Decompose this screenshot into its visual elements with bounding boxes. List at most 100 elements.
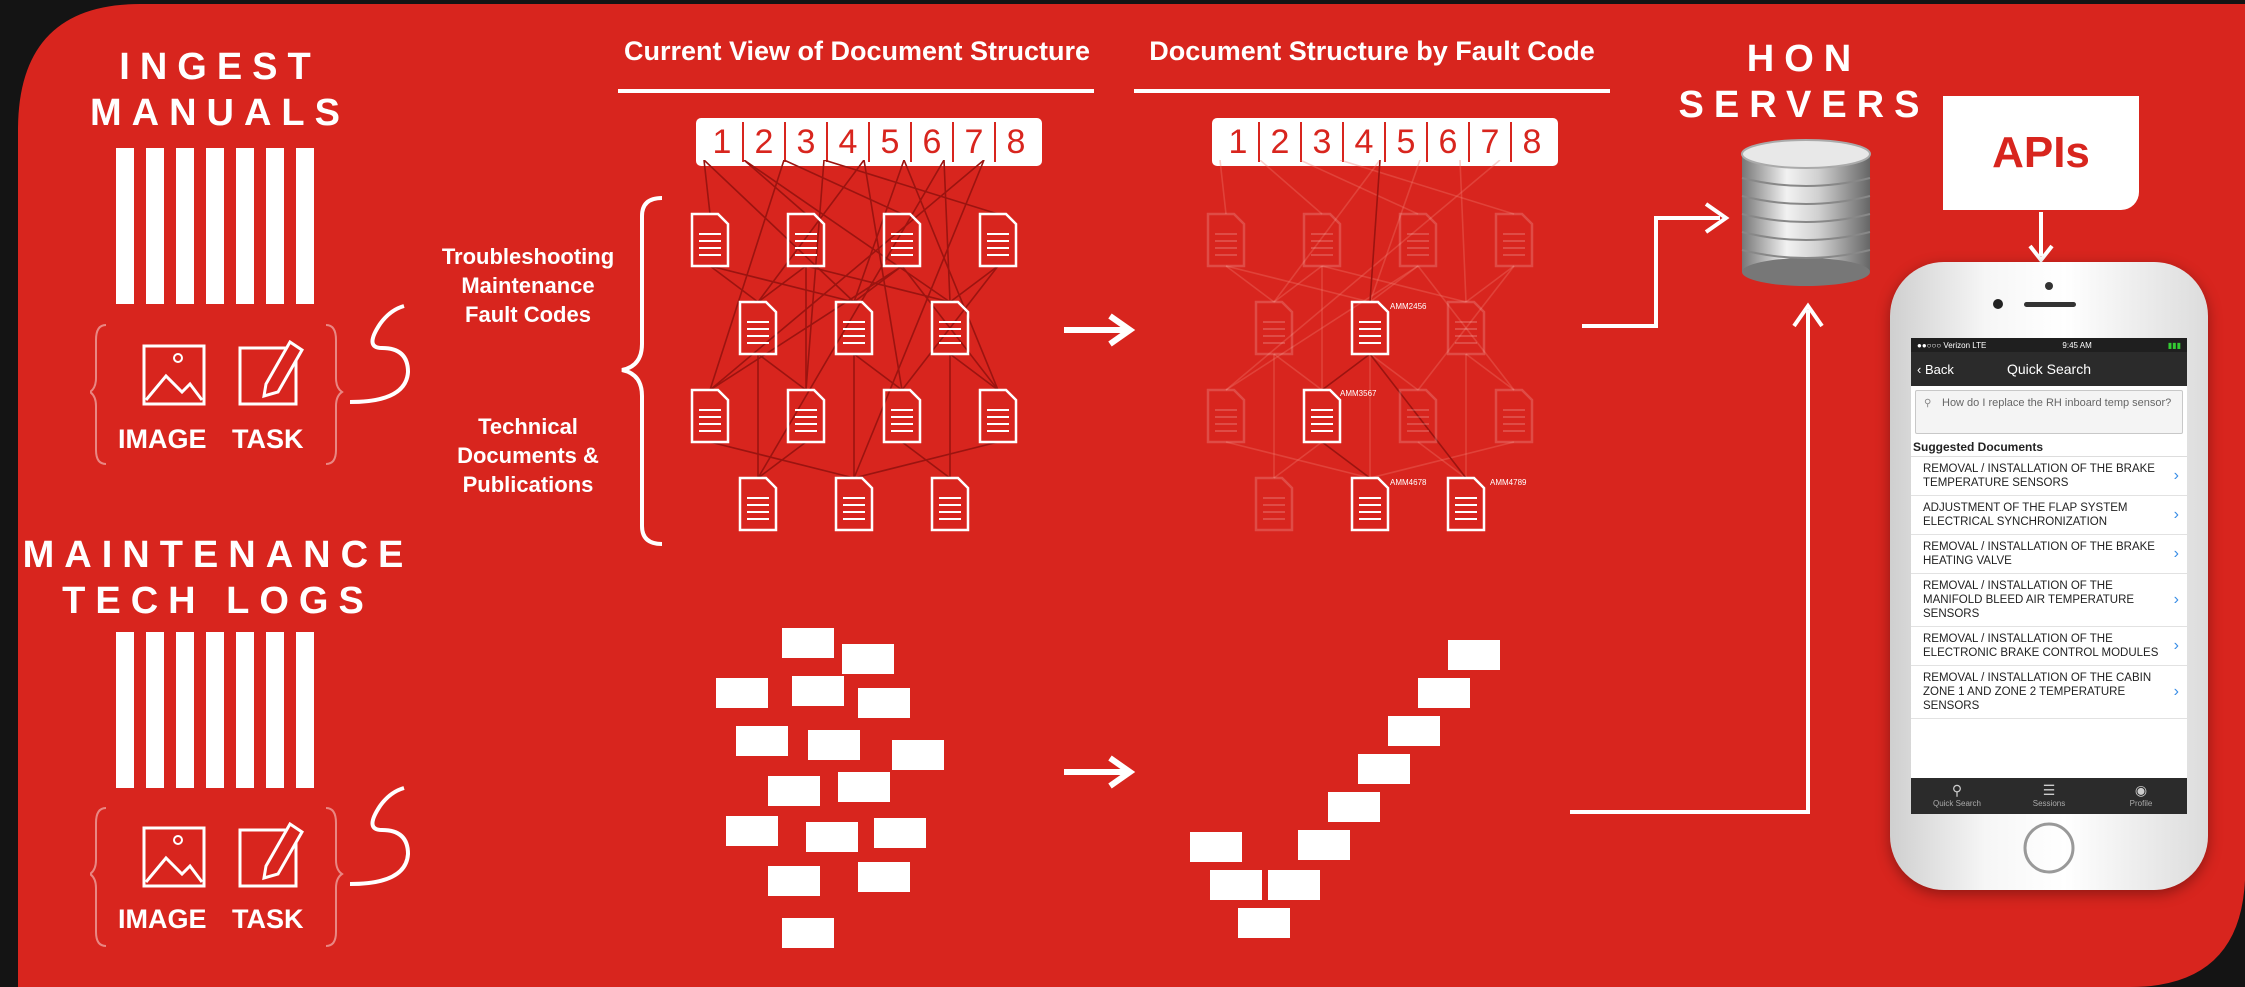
tab-profile[interactable]: ◉Profile bbox=[2095, 778, 2187, 814]
document-icon bbox=[1302, 212, 1342, 268]
hon-line2: SERVERS bbox=[1678, 84, 1930, 126]
document-icon bbox=[930, 476, 970, 532]
item-label: ADJUSTMENT OF THE FLAP SYSTEM ELECTRICAL… bbox=[1923, 502, 2128, 528]
suggested-document-item[interactable]: REMOVAL / INSTALLATION OF THE MANIFOLD B… bbox=[1911, 574, 2187, 627]
technical-line2: Documents & bbox=[457, 443, 599, 468]
fault-document-network bbox=[1206, 160, 1534, 532]
suggested-document-item[interactable]: ADJUSTMENT OF THE FLAP SYSTEM ELECTRICAL… bbox=[1911, 496, 2187, 535]
tab-quick-search[interactable]: ⚲Quick Search bbox=[1911, 778, 2003, 814]
troubleshooting-line2: Maintenance bbox=[461, 273, 595, 298]
nav-bar: ‹ Back Quick Search bbox=[1911, 352, 2187, 386]
fault-view-title: Document Structure by Fault Code bbox=[1149, 36, 1595, 66]
number-cell: 3 bbox=[1302, 122, 1344, 162]
number-cell: 7 bbox=[954, 122, 996, 162]
chevron-right-icon: › bbox=[2173, 591, 2179, 608]
maintenance-image-label: IMAGE bbox=[118, 904, 207, 934]
chevron-right-icon: › bbox=[2173, 467, 2179, 484]
doc-label-amm4678: AMM4678 bbox=[1390, 478, 1427, 487]
chevron-right-icon: › bbox=[2173, 683, 2179, 700]
document-icon bbox=[1350, 476, 1390, 532]
suggested-document-item[interactable]: REMOVAL / INSTALLATION OF THE ELECTRONIC… bbox=[1911, 627, 2187, 666]
back-button[interactable]: ‹ Back bbox=[1917, 361, 1954, 377]
suggested-document-item[interactable]: REMOVAL / INSTALLATION OF THE BRAKE TEMP… bbox=[1911, 457, 2187, 496]
checkmark-blocks bbox=[1190, 640, 1500, 938]
ingest-task-label: TASK bbox=[232, 424, 304, 454]
troubleshooting-line3: Fault Codes bbox=[465, 302, 591, 327]
fault-view-number-row: 1 2 3 4 5 6 7 8 bbox=[1212, 118, 1558, 166]
maintenance-title-line2: TECH LOGS bbox=[62, 580, 374, 622]
document-icon bbox=[690, 212, 730, 268]
search-placeholder: How do I replace the RH inboard temp sen… bbox=[1942, 397, 2172, 409]
current-view-title: Current View of Document Structure bbox=[623, 36, 1091, 66]
item-label: REMOVAL / INSTALLATION OF THE ELECTRONIC… bbox=[1923, 633, 2159, 659]
arrow-right-icon bbox=[1064, 755, 1136, 789]
fault-view-underline bbox=[1134, 89, 1610, 93]
tab-label: Profile bbox=[2129, 799, 2153, 808]
hon-line1: HON bbox=[1746, 38, 1862, 80]
suggested-document-item[interactable]: REMOVAL / INSTALLATION OF THE CABIN ZONE… bbox=[1911, 666, 2187, 719]
phone-screen: ●●○○○ Verizon LTE 9:45 AM ▮▮▮ ‹ Back Qui… bbox=[1911, 338, 2187, 814]
ingest-icons-group bbox=[90, 304, 411, 465]
number-cell: 2 bbox=[1260, 122, 1302, 162]
current-document-network bbox=[690, 160, 1018, 532]
document-icon bbox=[834, 300, 874, 356]
document-icon bbox=[834, 476, 874, 532]
document-icon bbox=[1398, 212, 1438, 268]
troubleshooting-label: Troubleshooting Maintenance Fault Codes bbox=[428, 242, 628, 329]
maintenance-title: MAINTENANCE TECH LOGS bbox=[18, 532, 418, 624]
document-icon bbox=[930, 300, 970, 356]
maintenance-title-line1: MAINTENANCE bbox=[22, 534, 414, 576]
apis-label: APIs bbox=[1992, 128, 2090, 177]
phone-details bbox=[1993, 282, 2076, 874]
apis-box: APIs bbox=[1943, 96, 2139, 210]
document-icon bbox=[882, 212, 922, 268]
item-label: REMOVAL / INSTALLATION OF THE CABIN ZONE… bbox=[1923, 672, 2152, 712]
document-icon bbox=[1494, 212, 1534, 268]
number-cell: 8 bbox=[1006, 123, 1026, 161]
task-edit-icon bbox=[238, 339, 304, 406]
tab-label: Quick Search bbox=[1932, 799, 1982, 808]
status-time: 9:45 AM bbox=[2062, 340, 2092, 350]
document-icon bbox=[978, 212, 1018, 268]
chevron-right-icon: › bbox=[2173, 506, 2179, 523]
arrow-right-icon bbox=[1064, 313, 1136, 347]
doc-group-brace bbox=[621, 196, 663, 546]
current-view-number-row: 1 2 3 4 5 6 7 8 bbox=[696, 118, 1042, 166]
number-cell: 4 bbox=[828, 122, 870, 162]
document-icon bbox=[786, 388, 826, 444]
item-label: REMOVAL / INSTALLATION OF THE MANIFOLD B… bbox=[1923, 580, 2135, 620]
maintenance-task-label: TASK bbox=[232, 904, 304, 934]
nav-title: Quick Search bbox=[2006, 361, 2092, 377]
document-icon bbox=[738, 476, 778, 532]
number-cell: 2 bbox=[744, 122, 786, 162]
back-label: Back bbox=[1924, 361, 1954, 377]
number-cell: 6 bbox=[912, 122, 954, 162]
status-bar: ●●○○○ Verizon LTE 9:45 AM ▮▮▮ bbox=[1911, 338, 2187, 352]
item-label: REMOVAL / INSTALLATION OF THE BRAKE HEAT… bbox=[1923, 541, 2155, 567]
list-icon: ☰ bbox=[2042, 782, 2056, 798]
number-cell: 3 bbox=[786, 122, 828, 162]
number-cell: 7 bbox=[1470, 122, 1512, 162]
number-cell: 4 bbox=[1344, 122, 1386, 162]
document-icon bbox=[1494, 388, 1534, 444]
troubleshooting-line1: Troubleshooting bbox=[441, 244, 615, 269]
number-cell: 5 bbox=[1386, 122, 1428, 162]
ingest-title: INGEST MANUALS bbox=[80, 44, 360, 136]
search-input[interactable]: ⚲ How do I replace the RH inboard temp s… bbox=[1915, 390, 2183, 434]
profile-icon: ◉ bbox=[2134, 782, 2148, 798]
doc-label-amm3567: AMM3567 bbox=[1340, 389, 1377, 398]
maintenance-icons-group bbox=[90, 786, 411, 947]
document-icon bbox=[1206, 388, 1246, 444]
document-icon bbox=[1206, 212, 1246, 268]
suggested-document-item[interactable]: REMOVAL / INSTALLATION OF THE BRAKE HEAT… bbox=[1911, 535, 2187, 574]
suggested-header: Suggested Documents bbox=[1911, 434, 2187, 457]
document-icon bbox=[882, 388, 922, 444]
document-icon bbox=[1254, 476, 1294, 532]
tab-sessions[interactable]: ☰Sessions bbox=[2003, 778, 2095, 814]
arrow-down-icon bbox=[2028, 212, 2054, 264]
database-server-icon bbox=[1741, 139, 1871, 286]
ingest-title-line1: INGEST bbox=[119, 46, 321, 88]
current-view-underline bbox=[618, 89, 1094, 93]
